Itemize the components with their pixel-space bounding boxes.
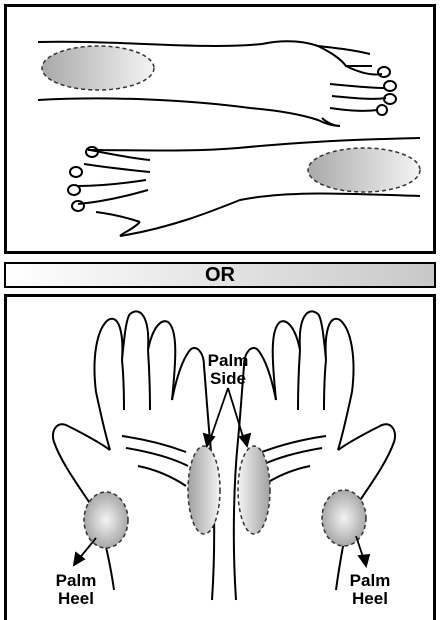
palm-side-label-line2: Side <box>192 370 264 388</box>
palm-heel-zone-right <box>322 490 366 546</box>
palm-heel-left-line2: Heel <box>46 590 106 608</box>
palm-side-label-line1: Palm <box>192 352 264 370</box>
palm-heel-label-right: Palm Heel <box>340 572 400 608</box>
palm-side-zone-right <box>238 446 270 534</box>
palm-heel-zone-left <box>84 492 128 548</box>
palm-heel-right-line2: Heel <box>340 590 400 608</box>
palm-side-zone-left <box>188 446 220 534</box>
palm-heel-right-line1: Palm <box>340 572 400 590</box>
palm-heel-label-left: Palm Heel <box>46 572 106 608</box>
palm-heel-left-line1: Palm <box>46 572 106 590</box>
palm-side-label: Palm Side <box>192 352 264 388</box>
